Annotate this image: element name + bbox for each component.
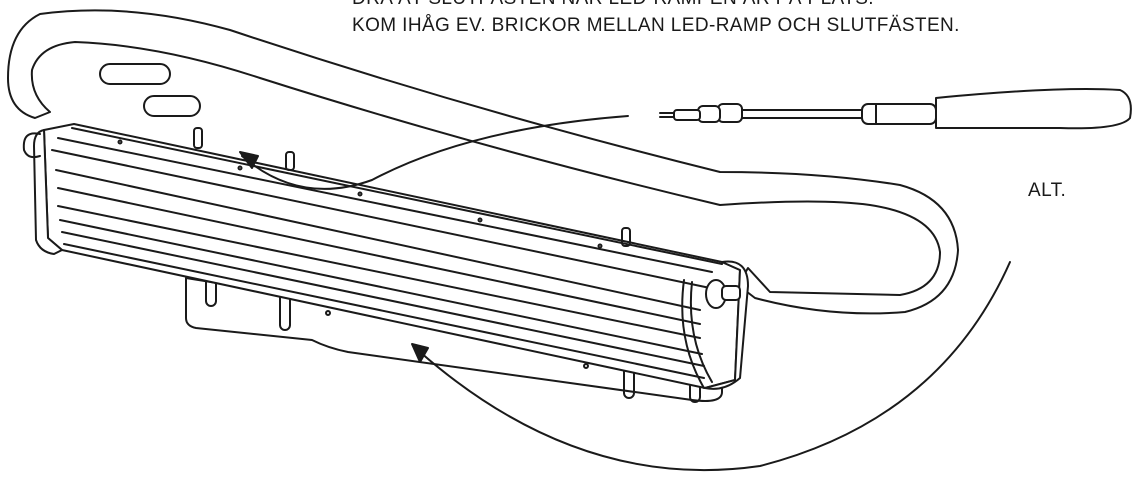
screwdriver-icon — [659, 88, 1132, 130]
arrow-head-1 — [239, 151, 259, 169]
mounting-bracket — [185, 277, 723, 402]
arrow-head-2 — [411, 343, 429, 363]
arm-slot-1 — [99, 63, 171, 85]
instruction-line-1: DRA ÅT SLUTFÄSTEN NÄR LED-RAMPEN ÄR PÅ P… — [352, 0, 874, 10]
curved-arrow — [241, 115, 629, 190]
clips — [193, 127, 631, 247]
flexible-arm — [7, 9, 959, 315]
arm-slot-2 — [143, 95, 201, 117]
alt-label: ALT. — [1028, 180, 1067, 201]
curved-arrow-alt — [419, 261, 1011, 472]
instruction-line-2: KOM IHÅG EV. BRICKOR MELLAN LED-RAMP OCH… — [352, 15, 960, 36]
